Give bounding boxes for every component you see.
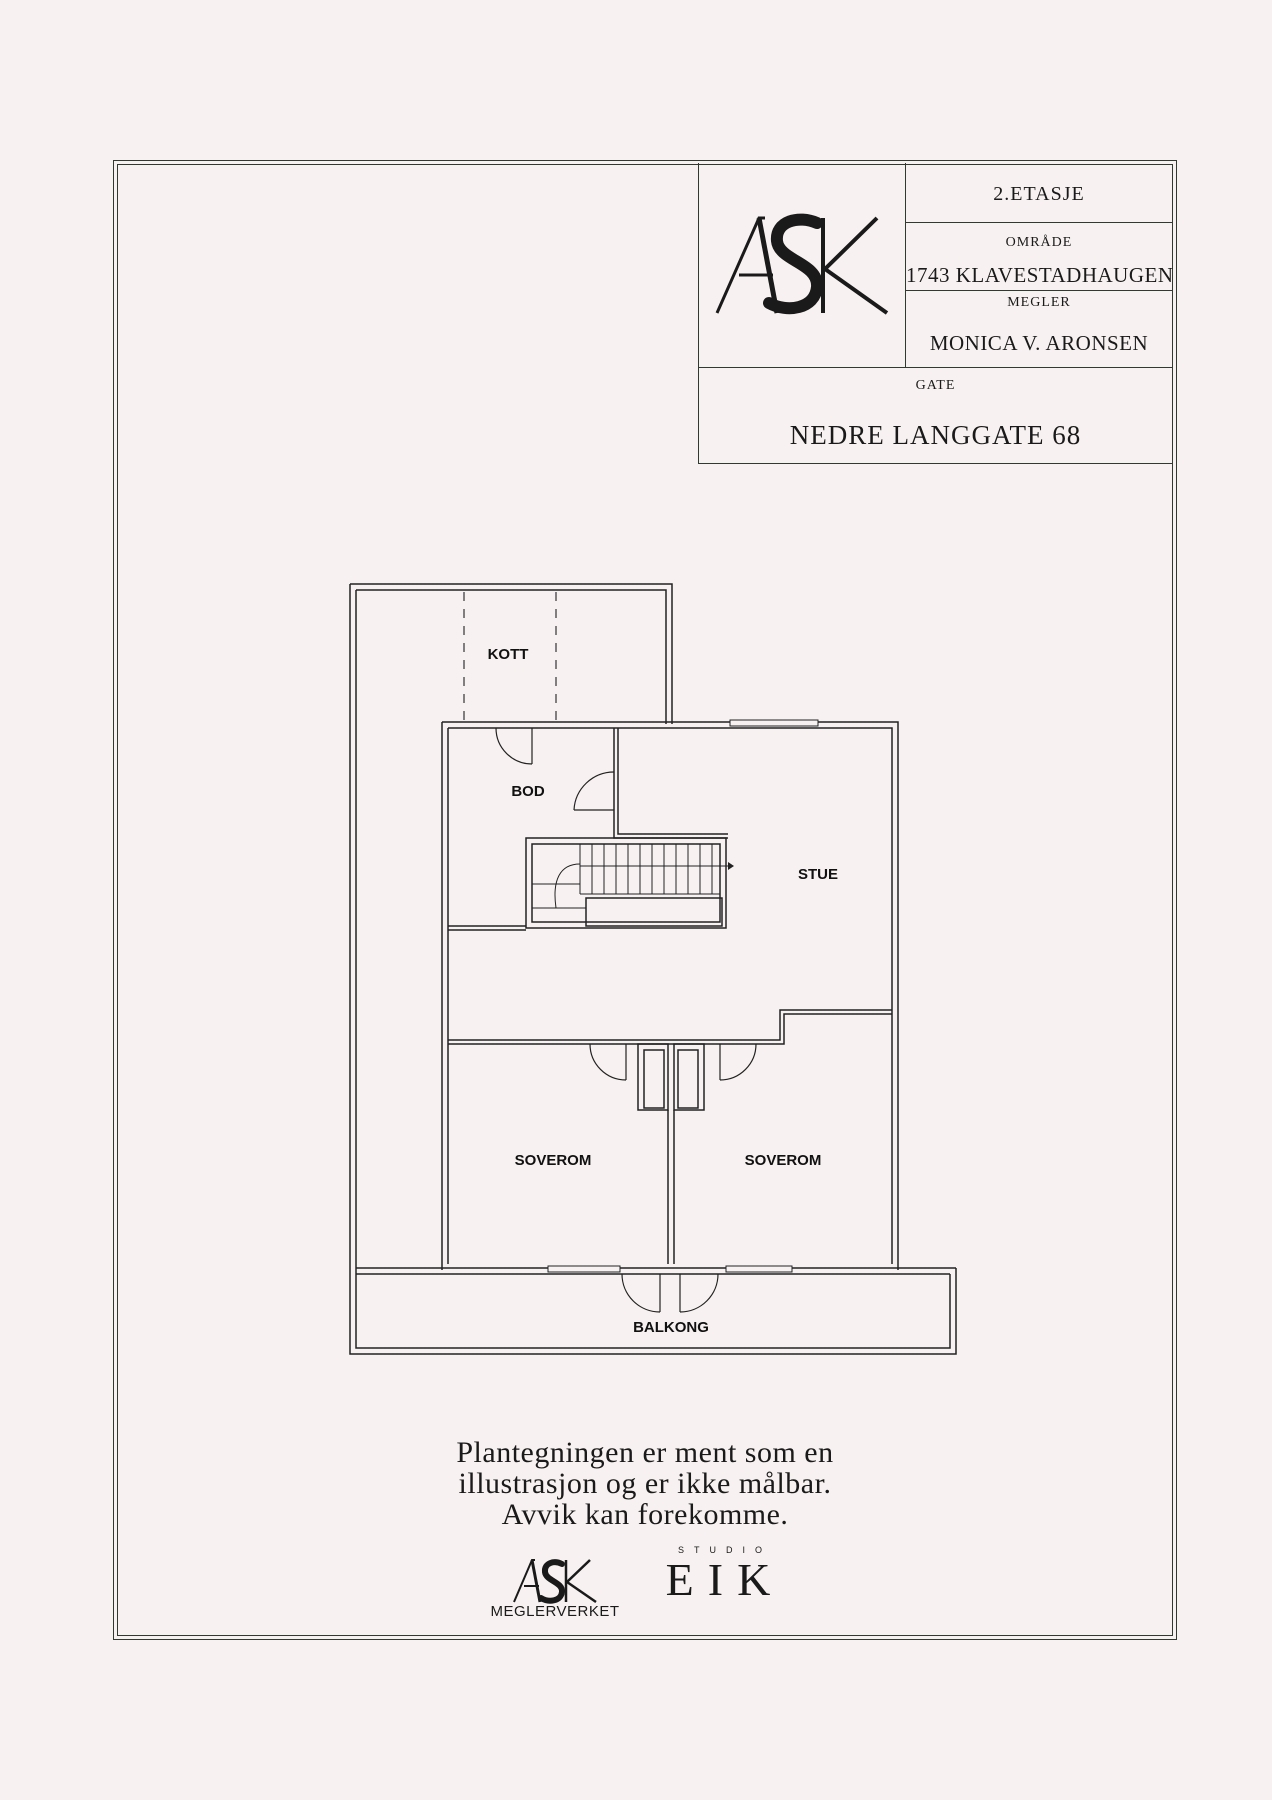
ask-logo [699,163,906,368]
meglerverket-label: MEGLERVERKET [490,1603,620,1620]
room-label-stue: STUE [798,866,838,883]
broker-label: MEGLER [1007,295,1071,310]
street-label: GATE [915,378,956,393]
floor-row: 2.ETASJE [906,163,1172,223]
disclaimer-line-3: Avvik kan forekomme. [501,1498,789,1531]
room-label-soverom-right: SOVEROM [745,1152,822,1169]
area-label: OMRÅDE [1005,235,1073,250]
area-value: 1743 KLAVESTADHAUGEN [906,263,1174,287]
room-label-soverom-left: SOVEROM [515,1152,592,1169]
floor-title: 2.ETASJE [993,183,1085,205]
disclaimer-line-2: illustrasjon og er ikke målbar. [458,1467,832,1500]
room-label-balkong: BALKONG [633,1319,709,1336]
broker-row: MEGLER MONICA V. ARONSEN [906,291,1172,368]
street-row: GATE NEDRE LANGGATE 68 [699,368,1172,463]
room-label-bod: BOD [511,783,545,800]
disclaimer-line-1: Plantegningen er ment som en [456,1436,834,1469]
studio-label: STUDIO [677,1545,772,1555]
title-block: 2.ETASJE OMRÅDE 1743 KLAVESTADHAUGEN MEG… [698,163,1174,464]
ask-logo-icon [715,213,889,315]
area-row: OMRÅDE 1743 KLAVESTADHAUGEN [906,223,1174,291]
ask-footer-logo-icon [513,1559,597,1604]
broker-value: MONICA V. ARONSEN [929,331,1149,355]
room-label-kott: KOTT [488,646,529,663]
stair-arrow-icon [728,862,734,870]
eik-logo: EIK [665,1554,785,1605]
disclaimer: Plantegningen er ment som en illustrasjo… [300,1437,990,1530]
street-value: NEDRE LANGGATE 68 [789,420,1082,450]
page-frame [113,160,1177,1640]
